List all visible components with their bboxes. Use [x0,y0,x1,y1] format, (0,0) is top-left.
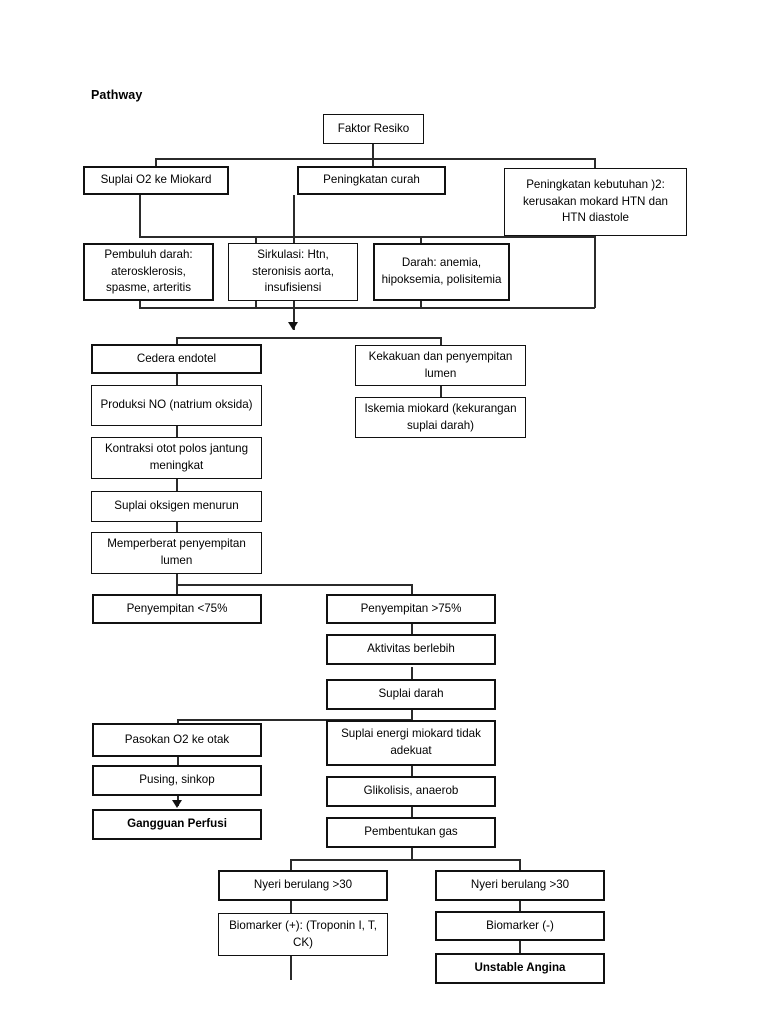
node-pembentukan-gas[interactable]: Pembentukan gas [326,817,496,848]
node-peningkatan-curah[interactable]: Peningkatan curah [297,166,446,195]
connector-bus-row2-top [139,236,594,238]
connector-darah-down [420,300,422,308]
node-nyeri-berulang-left[interactable]: Nyeri berulang >30 [218,870,388,901]
connector-kekakuan-to-iskemia [440,385,442,397]
node-cedera-endotel[interactable]: Cedera endotel [91,344,262,374]
connector-to-penyempitan-kurang [176,584,178,595]
node-suplai-darah[interactable]: Suplai darah [326,679,496,710]
connector-faktor-to-bus [372,143,374,159]
connector-suplai-o2-down [139,195,141,237]
connector-kebutuhan-down [594,236,596,308]
connector-penyempitan-lebih-to-aktivitas [411,621,413,634]
connector-row3-to-cedera [176,337,178,345]
node-biomarker-negatif[interactable]: Biomarker (-) [435,911,605,941]
connector-memperberat-down [176,573,178,585]
node-gangguan-perfusi[interactable]: Gangguan Perfusi [92,809,262,840]
connector-pembuluh-down [139,300,141,308]
connector-bus-to-peningkatan-curah [372,158,374,170]
node-memperberat-penyempitan-lumen[interactable]: Memperberat penyempitan lumen [91,532,262,574]
connector-split-to-nyeri-left [290,859,292,870]
connector-row2-top-to-sirkulasi [255,236,257,244]
node-unstable-angina[interactable]: Unstable Angina [435,953,605,984]
connector-bus-to-kebutuhan [594,158,596,168]
connector-bus-nyeri-split [290,859,521,861]
connector-bus-row2-bottom [139,307,595,309]
connector-suplai-oksigen-to-memperberat [176,521,178,533]
connector-bus-row3 [176,337,441,339]
node-faktor-resiko[interactable]: Faktor Resiko [323,114,424,144]
node-aktivitas-berlebih[interactable]: Aktivitas berlebih [326,634,496,665]
connector-row3-to-kekakuan [440,337,442,345]
node-darah[interactable]: Darah: anemia, hipoksemia, polisitemia [373,243,510,301]
arrow-down-to-row3 [288,322,298,330]
connector-bus-row1 [155,158,595,160]
node-kekakuan-penyempitan-lumen[interactable]: Kekakuan dan penyempitan lumen [355,345,526,386]
arrow-down-to-gangguan-perfusi [172,800,182,808]
connector-produksi-to-kontraksi [176,425,178,437]
node-kontraksi-otot-polos[interactable]: Kontraksi otot polos jantung meningkat [91,437,262,479]
node-nyeri-berulang-right[interactable]: Nyeri berulang >30 [435,870,605,901]
node-pembuluh-darah[interactable]: Pembuluh darah: aterosklerosis, spasme, … [83,243,214,301]
connector-row2-top-to-darah [420,236,422,244]
connector-suplai-energi-to-glikolisis [411,766,413,777]
node-biomarker-positif[interactable]: Biomarker (+): (Troponin I, T, CK) [218,913,388,956]
connector-sirkulasi-down [255,300,257,308]
page-title: Pathway [91,88,143,102]
connector-pasokan-to-pusing [177,757,179,768]
connector-suplai-darah-down [411,709,413,720]
node-iskemia-miokard[interactable]: Iskemia miokard (kekurangan suplai darah… [355,397,526,438]
node-penyempitan-kurang-75[interactable]: Penyempitan <75% [92,594,262,624]
node-suplai-energi-miokard[interactable]: Suplai energi miokard tidak adekuat [326,720,496,766]
connector-bus-to-suplai-o2 [155,158,157,170]
connector-split-to-nyeri-right [519,859,521,870]
connector-biomarker-pos-down [290,956,292,980]
node-pusing-sinkop[interactable]: Pusing, sinkop [92,765,262,796]
connector-glikolisis-to-pembentukan [411,807,413,818]
node-produksi-no[interactable]: Produksi NO (natrium oksida) [91,385,262,426]
node-sirkulasi[interactable]: Sirkulasi: Htn, steronisis aorta, insufi… [228,243,358,301]
connector-pembentukan-down [411,848,413,860]
connector-biomarker-neg-to-unstable [519,941,521,953]
connector-bus-penyempitan [176,584,412,586]
connector-aktivitas-to-suplai-darah [411,667,413,679]
node-suplai-o2-ke-miokard[interactable]: Suplai O2 ke Miokard [83,166,229,195]
connector-bus-suplai-darah-split [177,719,412,721]
connector-nyeri-left-to-biomarker-pos [290,901,292,913]
node-glikolisis-anaerob[interactable]: Glikolisis, anaerob [326,776,496,807]
node-penyempitan-lebih-75[interactable]: Penyempitan >75% [326,594,496,624]
connector-kontraksi-to-suplai-oksigen [176,478,178,491]
connector-cedera-to-produksi [176,373,178,385]
node-suplai-oksigen-menurun[interactable]: Suplai oksigen menurun [91,491,262,522]
node-peningkatan-kebutuhan[interactable]: Peningkatan kebutuhan )2: kerusakan moka… [504,168,687,236]
connector-to-penyempitan-lebih [411,584,413,595]
node-pasokan-o2-ke-otak[interactable]: Pasokan O2 ke otak [92,723,262,757]
connector-nyeri-right-to-biomarker-neg [519,901,521,912]
